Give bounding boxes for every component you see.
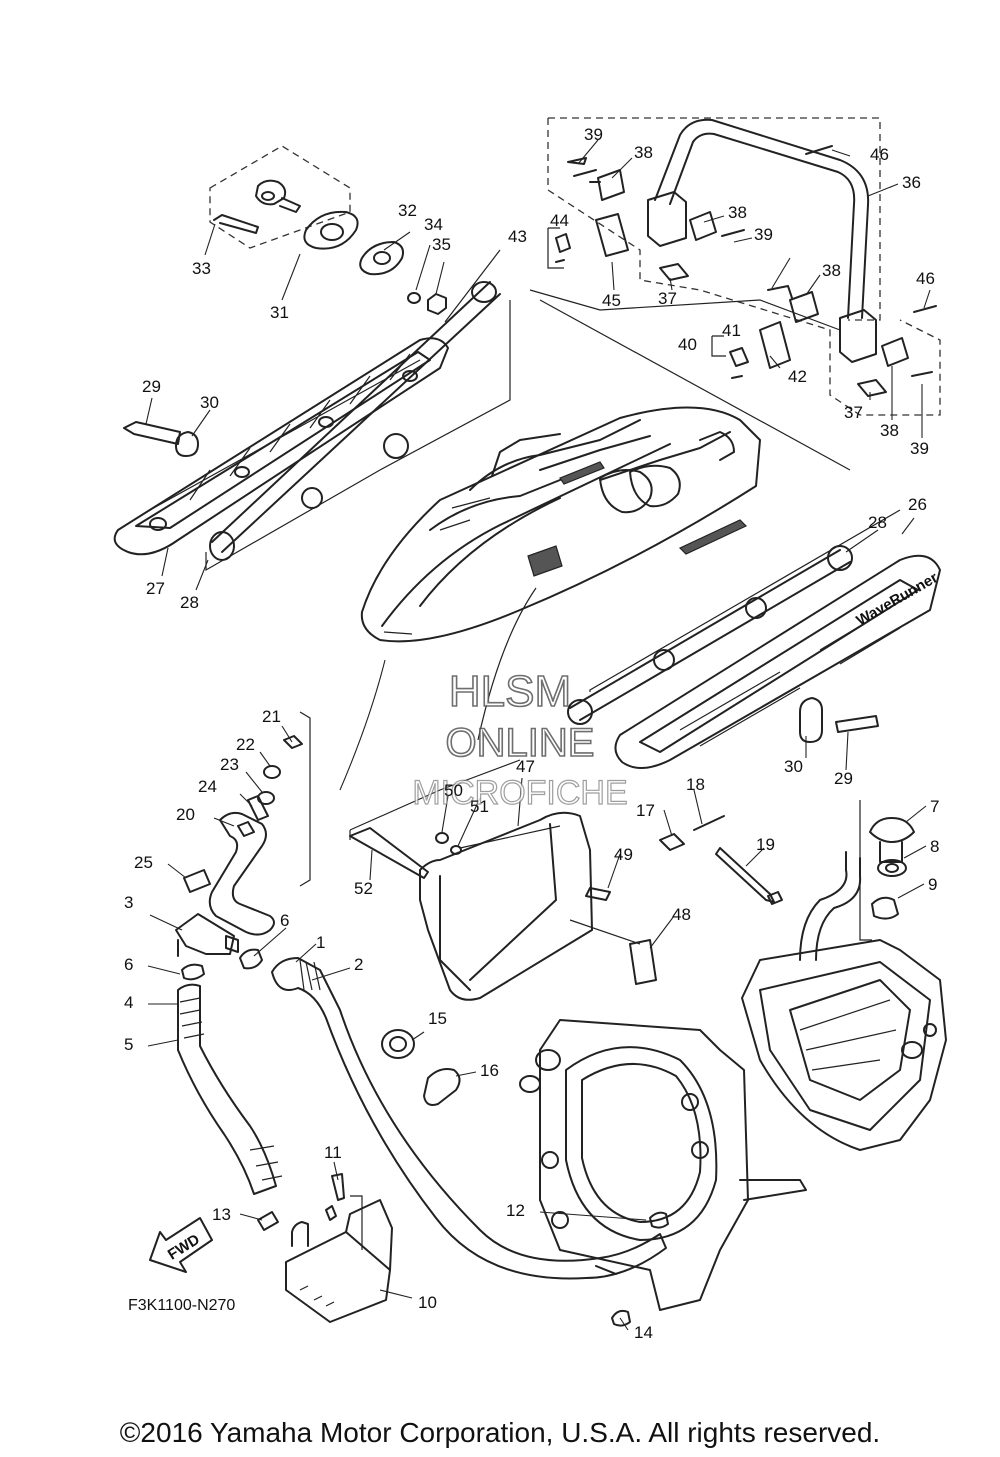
callout-32: 32 — [398, 201, 417, 220]
callout-48: 48 — [672, 905, 691, 924]
callout-35: 35 — [432, 235, 451, 254]
callout-29a: 29 — [142, 377, 161, 396]
callout-39a: 39 — [584, 125, 603, 144]
bracket-assembly — [167, 711, 311, 936]
callout-47: 47 — [516, 757, 535, 776]
watermark-line3: MICROFICHE — [412, 774, 627, 812]
callout-33: 33 — [192, 259, 211, 278]
callout-7: 7 — [930, 797, 939, 816]
callout-16: 16 — [480, 1061, 499, 1080]
callout-19: 19 — [756, 835, 775, 854]
callout-38d: 38 — [880, 421, 899, 440]
callout-40: 40 — [678, 335, 697, 354]
callout-36: 36 — [902, 173, 921, 192]
callout-25: 25 — [134, 853, 153, 872]
callout-26: 26 — [908, 495, 927, 514]
clips-ties — [569, 789, 783, 985]
callout-27: 27 — [146, 579, 165, 598]
pump-housing — [741, 851, 947, 1151]
callout-51: 51 — [470, 797, 489, 816]
handle-assembly — [547, 118, 937, 438]
callout-14: 14 — [634, 1323, 653, 1342]
cover-assembly — [349, 759, 593, 1001]
callout-2: 2 — [354, 955, 363, 974]
callout-23: 23 — [220, 755, 239, 774]
plug-assembly — [859, 800, 927, 941]
callout-3: 3 — [124, 893, 133, 912]
callout-50: 50 — [444, 781, 463, 800]
callout-10: 10 — [418, 1293, 437, 1312]
callout-44: 44 — [550, 211, 569, 230]
hull-logo: WaveRunner — [854, 569, 942, 629]
callout-12: 12 — [506, 1201, 525, 1220]
callout-28b: 28 — [868, 513, 887, 532]
callout-28a: 28 — [180, 593, 199, 612]
callout-24: 24 — [198, 777, 217, 796]
drawing-code: F3K1100-N270 — [128, 1297, 235, 1314]
watermark-line2: ONLINE — [446, 721, 595, 765]
callout-38b: 38 — [728, 203, 747, 222]
callout-30a: 30 — [200, 393, 219, 412]
callout-34: 34 — [424, 215, 443, 234]
callout-45: 45 — [602, 291, 621, 310]
callout-17: 17 — [636, 801, 655, 820]
group-boxes — [209, 117, 941, 471]
callout-18: 18 — [686, 775, 705, 794]
callout-52: 52 — [354, 879, 373, 898]
watermark-line1: HLSM — [449, 667, 571, 716]
callout-4: 4 — [124, 993, 133, 1012]
callout-38c: 38 — [822, 261, 841, 280]
callout-6a: 6 — [124, 955, 133, 974]
callout-43: 43 — [508, 227, 527, 246]
callout-46b: 46 — [916, 269, 935, 288]
callout-39b: 39 — [754, 225, 773, 244]
callout-37a: 37 — [658, 289, 677, 308]
callout-8: 8 — [930, 837, 939, 856]
hose-assembly — [147, 913, 667, 1280]
left-sponson — [113, 281, 511, 591]
box-assembly — [239, 1161, 413, 1323]
callout-30b: 30 — [784, 757, 803, 776]
callout-39c: 39 — [910, 439, 929, 458]
callout-9: 9 — [928, 875, 937, 894]
callout-22: 22 — [236, 735, 255, 754]
callout-13: 13 — [212, 1205, 231, 1224]
callout-21: 21 — [262, 707, 281, 726]
callout-11: 11 — [324, 1143, 342, 1162]
right-sponson: WaveRunner — [567, 509, 942, 771]
fwd-arrow: FWD — [149, 1217, 213, 1273]
watercraft-hull — [339, 406, 761, 791]
callout-41: 41 — [722, 321, 741, 340]
callout-5: 5 — [124, 1035, 133, 1054]
callout-31: 31 — [270, 303, 289, 322]
callout-37b: 37 — [844, 403, 863, 422]
callout-38a: 38 — [634, 143, 653, 162]
callout-15: 15 — [428, 1009, 447, 1028]
callout-6b: 6 — [280, 911, 289, 930]
callout-42: 42 — [788, 367, 807, 386]
watermark: HLSM ONLINE MICROFICHE — [412, 666, 629, 812]
grommets — [381, 1029, 477, 1106]
callout-29b: 29 — [834, 769, 853, 788]
copyright-notice: ©2016 Yamaha Motor Corporation, U.S.A. A… — [120, 1417, 880, 1448]
callout-labels: 1 2 3 4 5 6 6 7 8 9 10 11 12 13 14 15 16… — [124, 125, 939, 1342]
nozzle-housing — [519, 1019, 807, 1331]
callout-49: 49 — [614, 845, 633, 864]
callout-46a: 46 — [870, 145, 889, 164]
callout-20: 20 — [176, 805, 195, 824]
cap-lock-assembly — [204, 179, 501, 323]
callout-1: 1 — [316, 933, 325, 952]
